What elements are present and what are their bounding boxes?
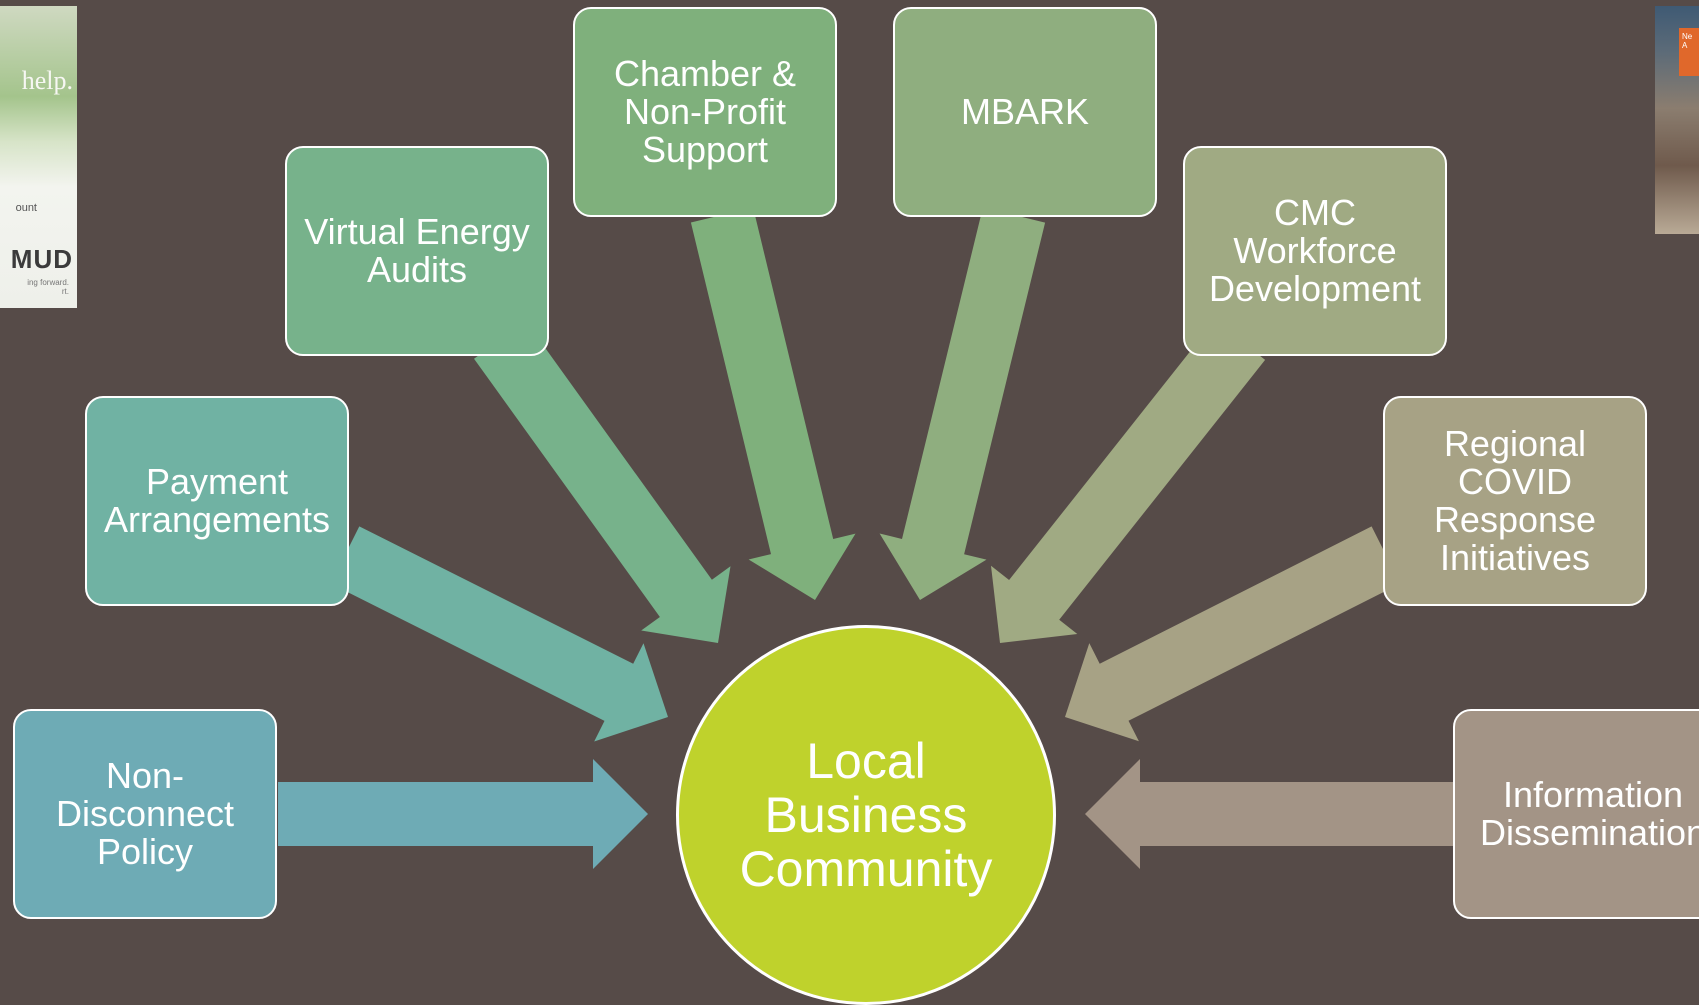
right-thumbnail-sign: Ne A — [1679, 28, 1699, 76]
arrow-non-disconnect-policy — [278, 759, 648, 869]
node-information-dissemination: Information Dissemination — [1453, 709, 1699, 919]
left-thumbnail-text: help. — [21, 66, 73, 95]
node-non-disconnect-policy: Non- Disconnect Policy — [13, 709, 277, 919]
right-thumbnail-sign-text: Ne A — [1682, 32, 1693, 50]
arrow-information-dissemination — [1085, 759, 1455, 869]
arrow-virtual-energy-audits — [474, 321, 731, 643]
arrow-chamber-non-profit-support — [690, 207, 856, 600]
arrow-cmc-workforce-development — [991, 320, 1266, 643]
arrow-mbark — [879, 207, 1046, 600]
right-thumbnail-image: Ne A — [1655, 6, 1699, 234]
center-node-local-business-community: Local Business Community — [676, 625, 1056, 1005]
left-thumbnail-image: help. ount MUD ing forward. rt. — [0, 6, 77, 308]
arrow-regional-covid-response — [1065, 526, 1401, 742]
left-thumbnail-text-small: ount — [15, 202, 37, 214]
left-thumbnail-tagline: ing forward. rt. — [27, 278, 69, 296]
node-chamber-non-profit-support: Chamber & Non-Profit Support — [573, 7, 837, 217]
node-mbark: MBARK — [893, 7, 1157, 217]
node-cmc-workforce-development: CMC Workforce Development — [1183, 146, 1447, 356]
node-regional-covid-response: Regional COVID Response Initiatives — [1383, 396, 1647, 606]
node-virtual-energy-audits: Virtual Energy Audits — [285, 146, 549, 356]
node-payment-arrangements: Payment Arrangements — [85, 396, 349, 606]
left-thumbnail-logo-text: MUD — [10, 244, 73, 274]
arrow-payment-arrangements — [330, 526, 668, 742]
